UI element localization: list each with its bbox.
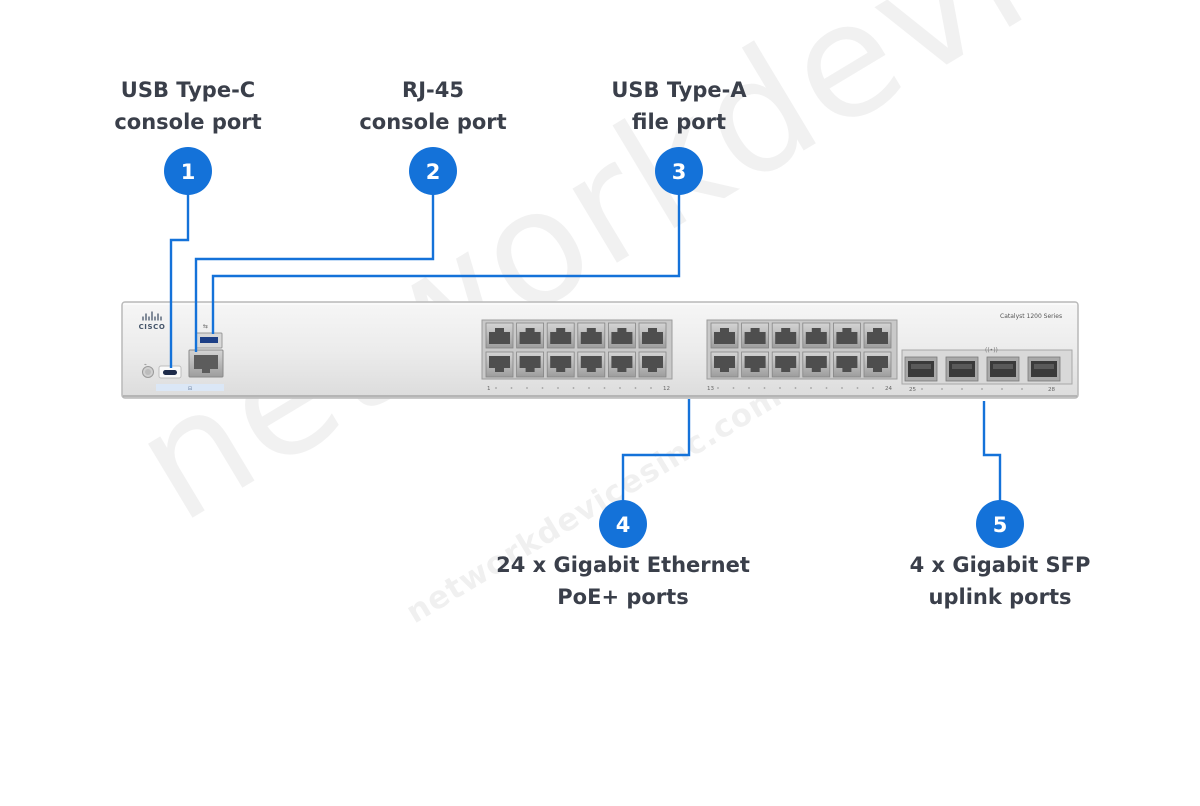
- callout-2-line1: RJ-45: [402, 78, 464, 102]
- svg-text:2: 2: [426, 160, 441, 184]
- leader-line-5: [982, 401, 1002, 502]
- callout-1-line2: console port: [114, 110, 262, 134]
- model-label: Catalyst 1200 Series: [1000, 313, 1062, 320]
- ethernet-port-23: [863, 322, 892, 349]
- ethernet-port-18: [771, 351, 800, 378]
- leader-line-1: [169, 192, 190, 368]
- ethernet-port-1: [485, 322, 514, 349]
- ethernet-port-7: [577, 322, 606, 349]
- callout-badge-3: 3: [655, 147, 703, 195]
- ethernet-port-5: [546, 322, 575, 349]
- callout-label-2: RJ-45 console port: [333, 74, 533, 138]
- callout-label-1: USB Type-C console port: [88, 74, 288, 138]
- ethernet-port-21: [833, 322, 861, 349]
- svg-text:CISCO: CISCO: [139, 323, 166, 331]
- sfp-link-icon: ((•)): [985, 347, 998, 354]
- callout-4-line2: PoE+ ports: [557, 585, 689, 609]
- cisco-logo: CISCO: [139, 311, 166, 331]
- ethernet-port-8: [577, 351, 606, 378]
- ethernet-port-20: [802, 351, 831, 378]
- port-label-12: 12: [663, 386, 670, 392]
- svg-text:1: 1: [181, 160, 196, 184]
- port-label-28: 28: [1048, 387, 1055, 393]
- svg-text:5: 5: [993, 513, 1008, 537]
- callout-label-5: 4 x Gigabit SFP uplink ports: [875, 549, 1125, 613]
- ethernet-port-22: [833, 351, 861, 378]
- callout-badge-5: 5: [976, 500, 1024, 548]
- sfp-port-25: [904, 356, 938, 382]
- port-label-13: 13: [707, 386, 714, 392]
- callout-3-line1: USB Type-A: [611, 78, 747, 102]
- ethernet-port-19: [802, 322, 831, 349]
- callout-5-line2: uplink ports: [928, 585, 1072, 609]
- ethernet-port-24: [863, 351, 892, 378]
- port-label-24: 24: [885, 386, 892, 392]
- ethernet-port-6: [546, 351, 575, 378]
- svg-text:4: 4: [616, 513, 631, 537]
- ethernet-port-17: [771, 322, 800, 349]
- ethernet-port-12: [638, 351, 667, 378]
- ethernet-port-13: [710, 322, 739, 349]
- callout-1-line1: USB Type-C: [120, 78, 256, 102]
- sfp-uplink-ports: [901, 349, 1073, 385]
- console-label-strip: [156, 384, 224, 391]
- svg-text:⌁: ⌁: [144, 362, 147, 368]
- ethernet-ports-1-12: [481, 319, 673, 380]
- callout-badge-2: 2: [409, 147, 457, 195]
- ethernet-port-11: [638, 322, 667, 349]
- callout-4-line1: 24 x Gigabit Ethernet: [496, 553, 750, 577]
- sfp-port-27: [986, 356, 1020, 382]
- callout-5-line1: 4 x Gigabit SFP: [909, 553, 1091, 577]
- ethernet-port-4: [516, 351, 544, 378]
- sfp-port-28: [1027, 356, 1061, 382]
- mode-button-icon: ⌁: [142, 362, 154, 378]
- callout-badge-4: 4: [599, 500, 647, 548]
- leader-lines: [169, 192, 1002, 502]
- ethernet-port-10: [608, 351, 636, 378]
- leader-line-4: [621, 399, 691, 502]
- callout-label-3: USB Type-A file port: [579, 74, 779, 138]
- leader-line-2: [194, 194, 435, 352]
- svg-text:⇆: ⇆: [203, 323, 208, 330]
- callout-badge-1: 1: [164, 147, 212, 195]
- usb-c-console-port: [163, 370, 177, 375]
- callout-3-line2: file port: [631, 110, 727, 134]
- ethernet-port-3: [516, 322, 544, 349]
- ethernet-ports-13-24: [706, 319, 898, 380]
- port-led-dots: [495, 387, 1023, 390]
- ethernet-port-9: [608, 322, 636, 349]
- callout-label-4: 24 x Gigabit Ethernet PoE+ ports: [473, 549, 773, 613]
- sfp-port-26: [945, 356, 979, 382]
- port-label-1: 1: [487, 386, 491, 392]
- leader-line-3: [211, 194, 681, 334]
- port-label-25: 25: [909, 387, 916, 393]
- ethernet-port-14: [710, 351, 739, 378]
- svg-text:⊟: ⊟: [188, 386, 192, 392]
- ethernet-port-2: [485, 351, 514, 378]
- callout-2-line2: console port: [359, 110, 507, 134]
- ethernet-port-16: [741, 351, 769, 378]
- svg-text:3: 3: [672, 160, 687, 184]
- ethernet-port-15: [741, 322, 769, 349]
